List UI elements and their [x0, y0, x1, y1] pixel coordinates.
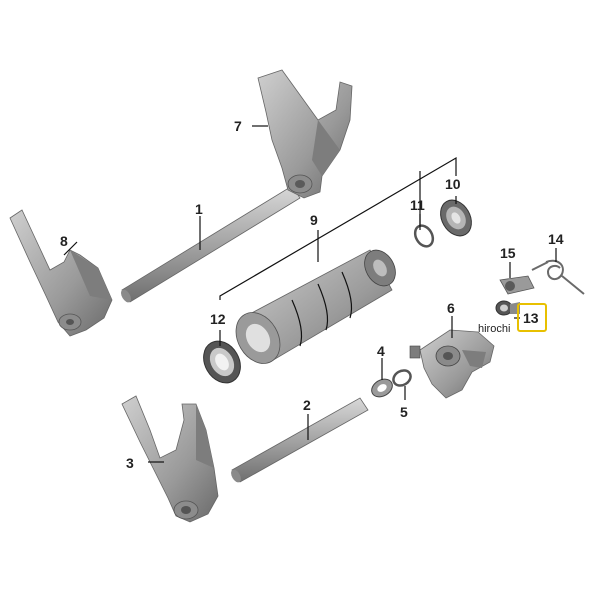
part-label-13: 13	[523, 310, 539, 326]
part-label-9: 9	[310, 212, 318, 228]
shift-fork-3	[121, 395, 219, 523]
seal-ring-12	[203, 340, 241, 384]
washer-4	[371, 378, 393, 398]
circlip-11	[413, 224, 435, 248]
part-label-7: 7	[234, 118, 242, 134]
part-label-10: 10	[445, 176, 461, 192]
shift-fork-7	[257, 69, 353, 199]
part-label-5: 5	[400, 404, 408, 420]
shift-drum-9	[235, 249, 396, 364]
part-label-4: 4	[377, 343, 385, 359]
bearing-10	[440, 199, 472, 237]
highlight-box-13	[517, 303, 547, 332]
part-label-2: 2	[303, 397, 311, 413]
selector-mechanism-6	[409, 329, 495, 399]
pivot-pin-15	[499, 275, 535, 295]
shift-rod-1	[121, 185, 301, 303]
part-label-1: 1	[195, 201, 203, 217]
shift-fork-8	[9, 209, 113, 337]
part-label-15: 15	[500, 245, 516, 261]
part-label-6: 6	[447, 300, 455, 316]
torsion-spring-14	[531, 259, 585, 295]
roller-13	[495, 300, 520, 316]
part-label-8: 8	[60, 233, 68, 249]
leader-lines	[63, 125, 557, 463]
part-label-11: 11	[410, 197, 425, 213]
part-label-3: 3	[126, 455, 134, 471]
shift-rod-2	[231, 397, 369, 483]
part-label-14: 14	[548, 231, 564, 247]
watermark-text: hirochi	[478, 323, 510, 335]
part-label-12: 12	[210, 311, 226, 327]
circlip-5	[392, 369, 412, 387]
